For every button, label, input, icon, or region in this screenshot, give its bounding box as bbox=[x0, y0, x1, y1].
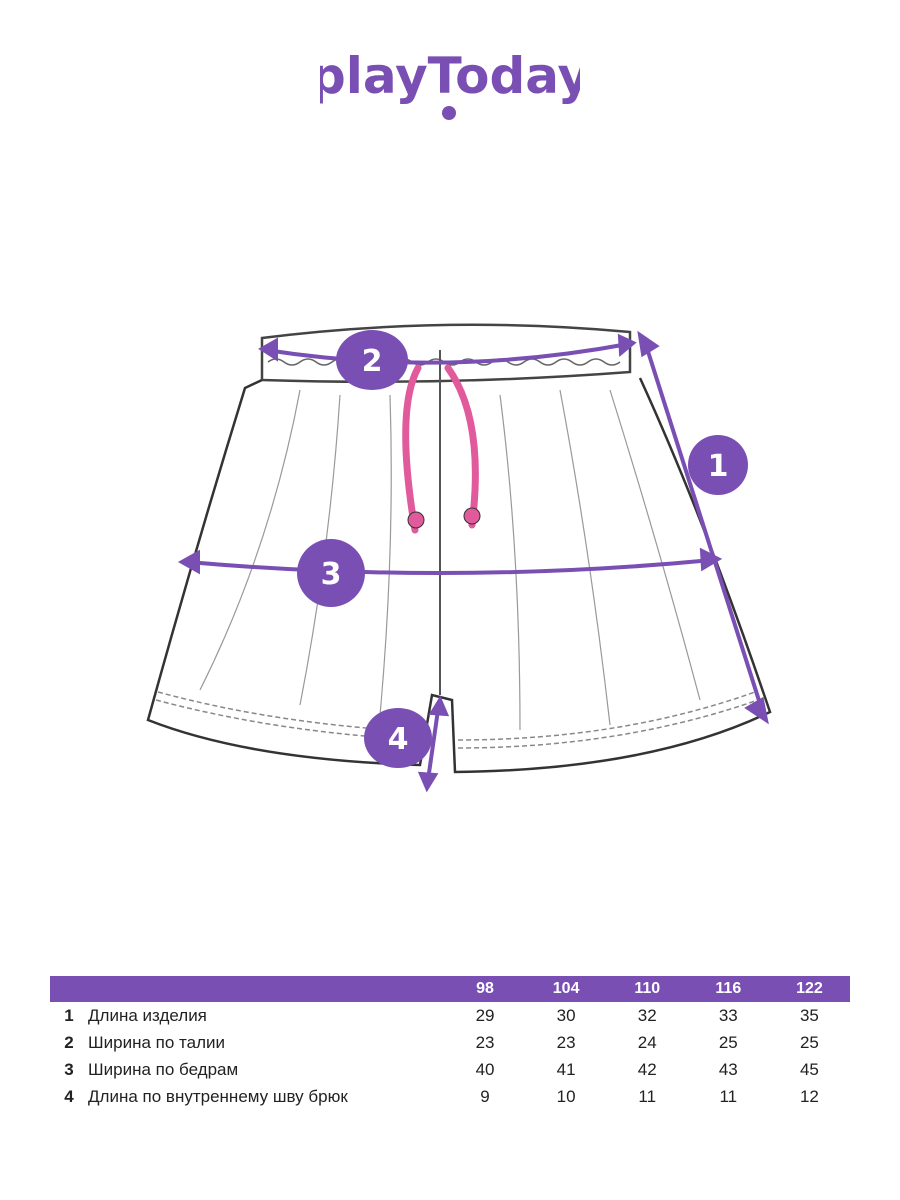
marker-circle bbox=[297, 539, 365, 607]
marker-circle bbox=[336, 330, 408, 390]
marker-label: 3 bbox=[321, 557, 342, 592]
table-cell: 25 bbox=[718, 1032, 738, 1052]
table-cell: 12 bbox=[799, 1086, 819, 1106]
right-hem-stitch-2 bbox=[457, 699, 759, 749]
table-cell: 33 bbox=[718, 1005, 738, 1025]
arrowhead bbox=[637, 330, 660, 358]
fold-line bbox=[559, 389, 611, 726]
table-cell: 23 bbox=[475, 1032, 495, 1052]
row-number: 1 bbox=[64, 1005, 74, 1025]
brand-logo-text: playToday bbox=[320, 48, 580, 105]
table-cell: 45 bbox=[799, 1059, 819, 1079]
table-row: 2 Ширина по талии 23 23 24 25 25 bbox=[50, 1029, 850, 1056]
fold-line bbox=[499, 394, 521, 731]
marker-1: 1 bbox=[688, 435, 748, 495]
table-cell: 40 bbox=[475, 1059, 495, 1079]
table-cell: 10 bbox=[556, 1086, 576, 1106]
header-blank bbox=[88, 976, 445, 1002]
drawstring-knot-right bbox=[463, 507, 481, 525]
table-header-row: 98 104 110 116 122 bbox=[50, 976, 850, 1002]
size-chart-table: 98 104 110 116 122 1 Длина изделия 29 30… bbox=[50, 976, 850, 1110]
table-cell: 25 bbox=[799, 1032, 819, 1052]
table-cell: 42 bbox=[637, 1059, 657, 1079]
marker-circle bbox=[364, 708, 432, 768]
row-number: 4 bbox=[64, 1086, 74, 1106]
measure-line-length bbox=[643, 341, 764, 711]
shorts-outline bbox=[146, 377, 772, 774]
marker-label: 4 bbox=[388, 722, 409, 757]
size-header: 98 bbox=[444, 976, 526, 1002]
marker-label: 2 bbox=[362, 344, 383, 379]
marker-3: 3 bbox=[297, 539, 365, 607]
table-row: 1 Длина изделия 29 30 32 33 35 bbox=[50, 1002, 850, 1029]
table-row: 3 Ширина по бедрам 40 41 42 43 45 bbox=[50, 1056, 850, 1083]
marker-circle bbox=[688, 435, 748, 495]
table-cell: 43 bbox=[718, 1059, 738, 1079]
size-header: 104 bbox=[525, 976, 607, 1002]
table-cell: 35 bbox=[799, 1005, 819, 1025]
header-blank bbox=[50, 976, 89, 1002]
fold-line bbox=[379, 394, 392, 716]
arrowhead bbox=[699, 547, 723, 572]
drawstring-knot-left bbox=[407, 511, 425, 529]
table-cell: 11 bbox=[638, 1086, 657, 1106]
fold-line bbox=[199, 389, 301, 691]
drawstring-left bbox=[402, 364, 422, 534]
marker-4: 4 bbox=[364, 708, 432, 768]
row-number: 3 bbox=[64, 1059, 74, 1079]
table-cell: 30 bbox=[556, 1005, 576, 1025]
marker-2: 2 bbox=[336, 330, 408, 390]
table-row: 4 Длина по внутреннему шву брюк 9 10 11 … bbox=[50, 1083, 850, 1110]
measure-line-hips bbox=[187, 558, 713, 576]
drawstring-right bbox=[444, 364, 479, 529]
measure-line-waist bbox=[265, 342, 629, 365]
row-label: Длина изделия bbox=[88, 1005, 207, 1025]
arrowhead bbox=[428, 695, 450, 717]
arrowhead bbox=[417, 771, 439, 793]
arrowhead bbox=[177, 549, 200, 575]
brand-logo: playToday bbox=[0, 48, 900, 128]
table-cell: 41 bbox=[556, 1059, 576, 1079]
row-label: Ширина по бедрам bbox=[88, 1059, 239, 1079]
marker-label: 1 bbox=[708, 449, 729, 484]
table-cell: 11 bbox=[719, 1086, 738, 1106]
table-cell: 32 bbox=[637, 1005, 657, 1025]
table-cell: 24 bbox=[637, 1032, 657, 1052]
table-cell: 23 bbox=[556, 1032, 576, 1052]
arrowhead bbox=[258, 337, 278, 362]
arrowhead bbox=[744, 696, 769, 725]
measure-line-inseam bbox=[426, 709, 440, 781]
brand-logo-dot bbox=[442, 106, 456, 120]
row-number: 2 bbox=[64, 1032, 74, 1052]
size-header: 122 bbox=[768, 976, 850, 1002]
fold-line bbox=[609, 389, 701, 701]
table-cell: 29 bbox=[475, 1005, 495, 1025]
size-header: 110 bbox=[606, 976, 688, 1002]
right-hem-stitch bbox=[457, 691, 756, 741]
row-label: Длина по внутреннему шву брюк bbox=[88, 1086, 348, 1106]
arrowhead bbox=[617, 333, 637, 358]
shorts-drawing: 1 2 3 4 bbox=[0, 300, 900, 820]
table-cell: 9 bbox=[480, 1086, 490, 1106]
size-header: 116 bbox=[687, 976, 769, 1002]
row-label: Ширина по талии bbox=[88, 1032, 225, 1052]
